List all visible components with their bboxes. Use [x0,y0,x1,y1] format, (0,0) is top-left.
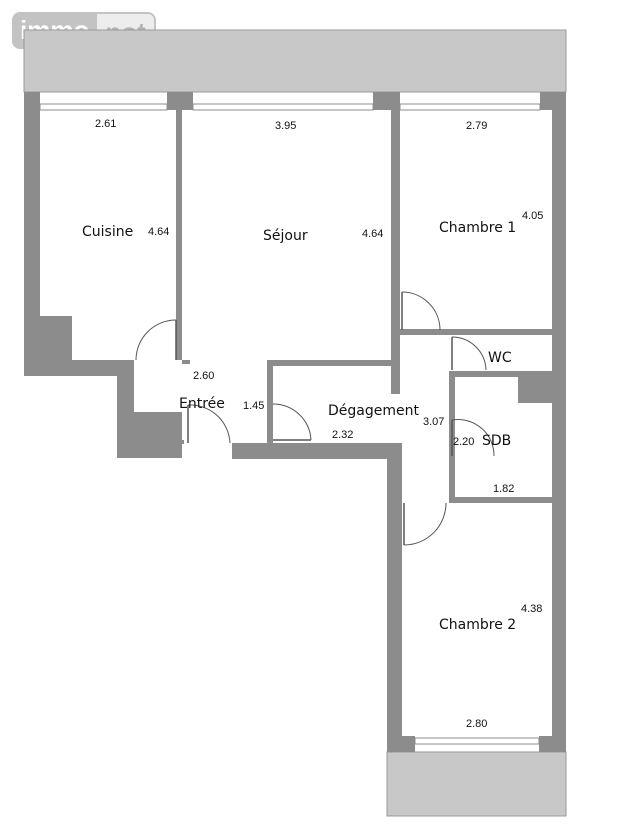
window-sejour [192,103,374,111]
room-label-sejour: Séjour [263,228,308,244]
dim-degagement-width: 2.32 [332,429,353,441]
bottom-balcony [386,751,567,817]
door-chambre2[interactable] [403,502,447,546]
room-label-sdb: SDB [482,433,511,449]
door-chambre1[interactable] [401,291,441,331]
dim-chambre1-width: 2.79 [466,120,487,132]
door-wc[interactable] [451,336,487,371]
window-chambre2 [414,737,540,745]
door-degagement[interactable] [272,403,312,441]
exterior-walls [24,92,566,752]
dim-cuisine-width: 2.61 [95,118,116,130]
door-entree[interactable] [187,404,231,444]
window-chambre1 [399,103,541,111]
dim-cuisine-length: 4.64 [148,226,169,238]
room-label-cuisine: Cuisine [82,224,133,240]
room-label-degagement: Dégagement [328,403,419,419]
dim-sejour-length: 4.64 [362,228,383,240]
room-label-chambre1: Chambre 1 [439,220,516,236]
room-label-chambre2: Chambre 2 [439,617,516,633]
dim-entree-length: 1.45 [243,400,264,412]
dim-sdb-width: 1.82 [493,483,514,495]
dim-sdb-length: 2.20 [453,436,474,448]
door-sdb[interactable] [451,419,495,457]
room-label-entree: Entrée [179,396,225,412]
dim-degagement-length: 3.07 [423,416,444,428]
dim-chambre2-length: 4.38 [521,603,542,615]
top-wall [24,92,566,111]
dim-entree-width: 2.60 [193,370,214,382]
dim-chambre2-width: 2.80 [466,718,487,730]
window-cuisine [39,103,168,111]
door-cuisine[interactable] [135,319,177,361]
dim-sejour-width: 3.95 [275,120,296,132]
room-label-wc: WC [488,350,512,366]
top-balcony [23,29,567,93]
dim-chambre1-length: 4.05 [522,210,543,222]
